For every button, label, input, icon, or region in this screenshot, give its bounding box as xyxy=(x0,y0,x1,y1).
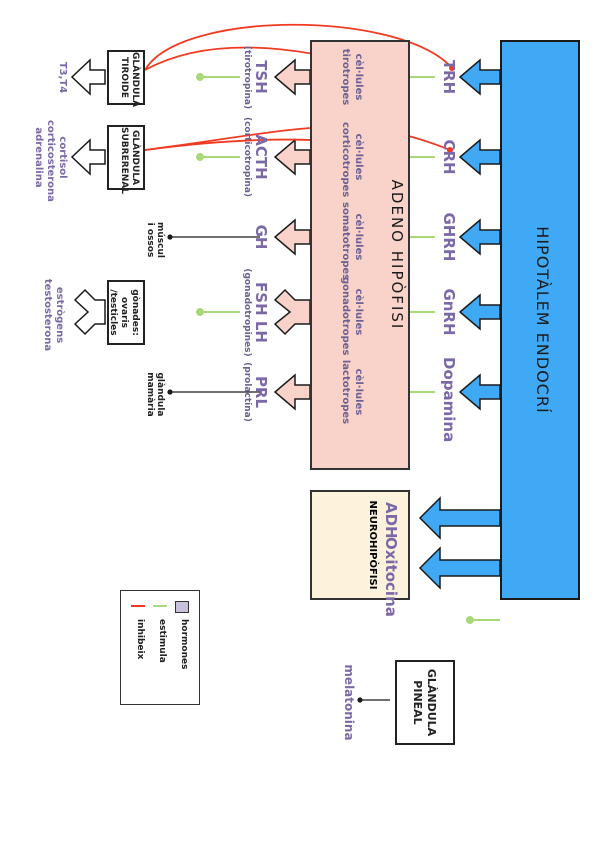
arrow-thyroid-out xyxy=(70,58,106,96)
hormone-adh: ADH xyxy=(382,502,400,539)
legend-inhibeix: inhibeix xyxy=(135,619,145,660)
hormone-dopamina: Dopamina xyxy=(440,357,458,443)
hypothalamus-arrows xyxy=(418,58,501,590)
inhibit-icon xyxy=(131,605,145,607)
thin-arrows xyxy=(167,234,390,703)
hormone-tsh-full: (tirotropina) xyxy=(242,45,252,110)
adeno-title: ADENO HIPÒFISI xyxy=(388,179,406,331)
arrow-acth xyxy=(273,138,311,176)
arrow-adh xyxy=(418,496,501,540)
gonads-output: estrògens testosterona xyxy=(42,278,65,352)
adeno-output-arrows xyxy=(70,58,311,411)
adrenal-output: cortisol corticosterona adrenalina xyxy=(33,120,68,202)
legend-estimula: estimula xyxy=(157,619,167,663)
hormone-fsh-lh: FSH LH xyxy=(252,282,270,343)
neurohypophysis-box: ADH Oxitocina NEUROHIPÒFISI xyxy=(310,490,410,617)
arrow-gh xyxy=(273,218,311,256)
hormone-prl-full: (prolactina) xyxy=(242,362,252,422)
hormone-acth: ACTH xyxy=(252,134,270,180)
arrow-ghrh xyxy=(458,218,501,256)
arrow-crh xyxy=(458,138,501,176)
hormone-ghrh: GHRH xyxy=(440,212,458,262)
hormone-gnrh: GnRH xyxy=(440,288,458,336)
hormone-trh: TRH xyxy=(440,59,458,95)
arrow-trh xyxy=(458,58,501,96)
hormone-gh: GH xyxy=(252,224,270,250)
arrow-gnrh xyxy=(458,293,501,331)
hormone-swatch-icon xyxy=(175,601,189,613)
hormone-acth-full: (corticotropina) xyxy=(242,116,252,198)
pineal-output: melatonina xyxy=(342,664,356,741)
arrow-tsh xyxy=(273,58,311,96)
arrow-oxitocina xyxy=(418,546,501,590)
hormone-prl: PRL xyxy=(252,375,270,409)
hormone-tsh: TSH xyxy=(252,60,270,94)
arrow-gonads-out xyxy=(73,288,106,336)
arrow-adrenal-out xyxy=(70,138,106,176)
neuro-title: NEUROHIPÒFISI xyxy=(367,500,378,590)
stimulate-icon xyxy=(153,605,167,607)
thyroid-output: T3,T4 xyxy=(57,61,68,94)
hormone-fsh-lh-full: (gonadotropines) xyxy=(242,268,252,357)
gonads-box: gònades:ovaris /testicles xyxy=(107,280,145,345)
arrow-dopamina xyxy=(458,373,501,411)
hormone-oxitocina: Oxitocina xyxy=(382,537,400,617)
arrow-fsh-lh xyxy=(273,288,311,336)
legend-hormones: hormones xyxy=(179,619,189,670)
legend: hormones estimula inhibeix xyxy=(120,590,200,705)
hormone-crh: CRH xyxy=(440,139,458,175)
arrow-prl xyxy=(273,373,311,411)
